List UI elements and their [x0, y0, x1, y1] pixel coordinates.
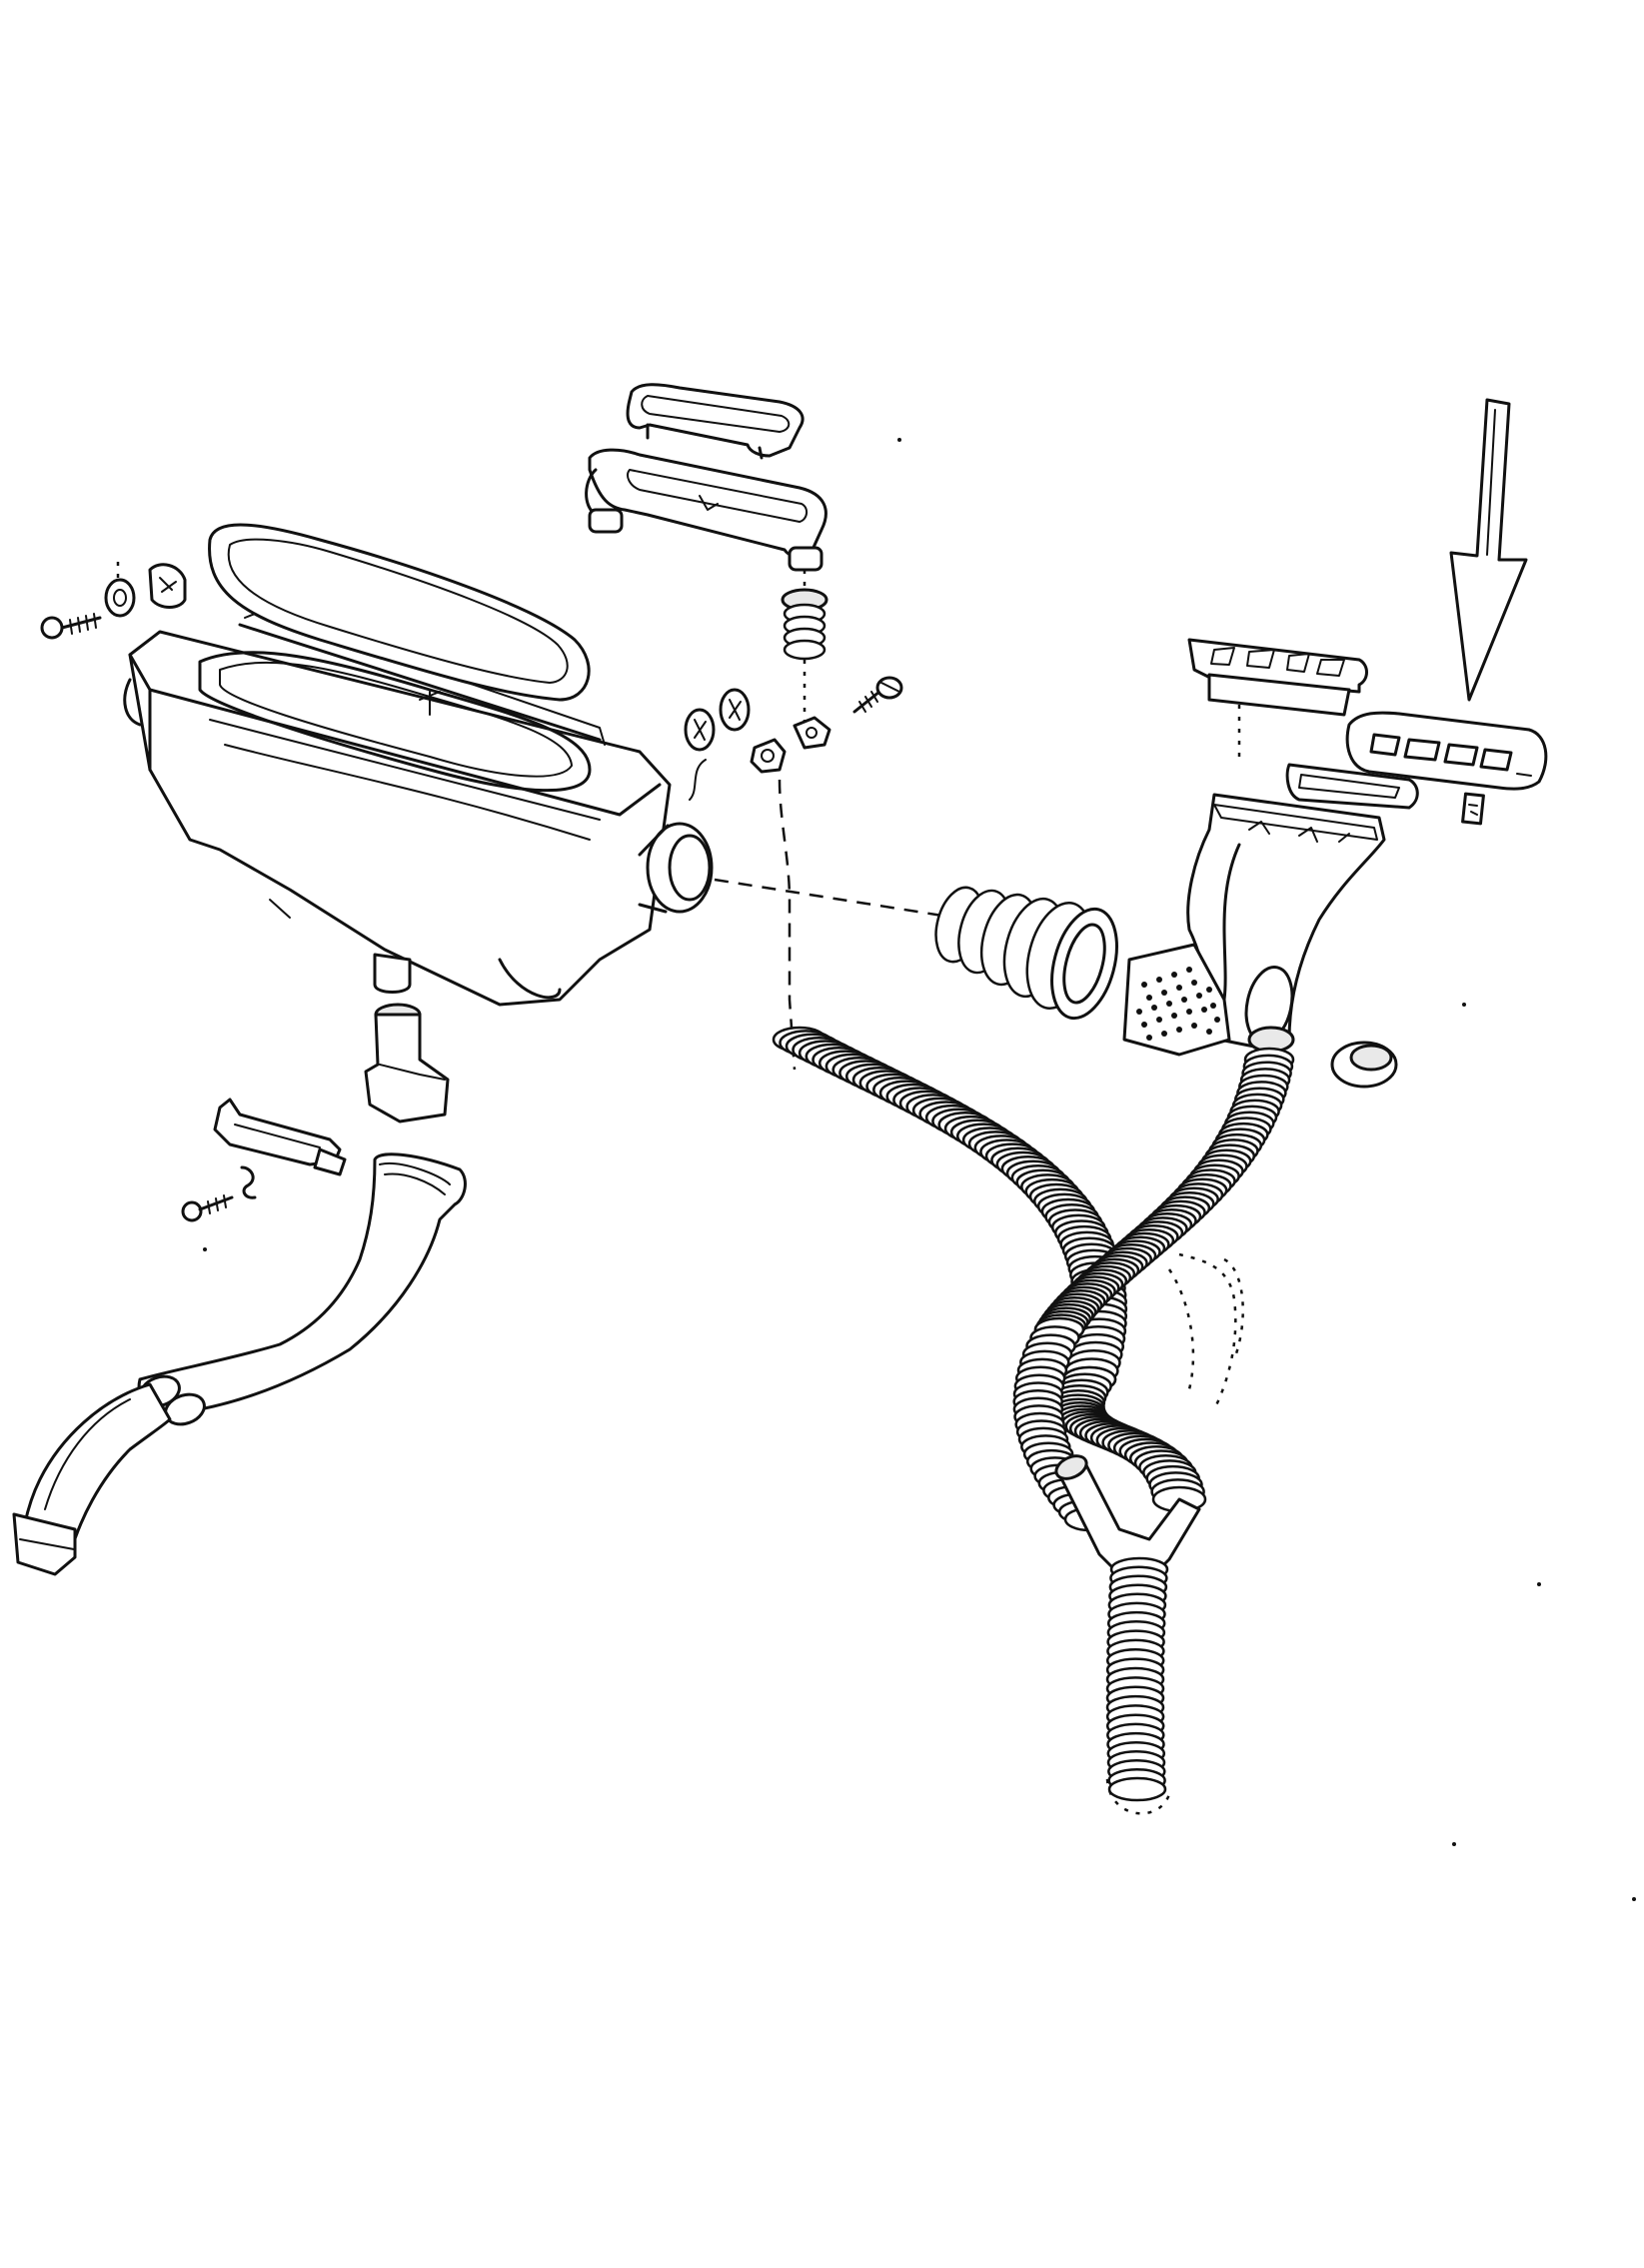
flexible-bellows	[934, 886, 1118, 1021]
indicator-arrow	[1449, 398, 1528, 702]
rear-duct-tube	[12, 1152, 467, 1576]
vent-grille-housing	[1122, 793, 1386, 1057]
air-duct-housing	[123, 611, 714, 1007]
connector-line-2	[778, 779, 797, 1071]
lower-outlet-pipe	[1105, 1556, 1169, 1802]
fastening-screw	[852, 676, 903, 714]
vent-frame	[1285, 763, 1419, 810]
coil-spring	[781, 570, 828, 730]
drain-elbow	[364, 1003, 450, 1124]
hidden-hose-outline-1	[1178, 1252, 1237, 1410]
retaining-clips	[684, 688, 831, 801]
duct-seal-gasket	[208, 523, 591, 702]
stray-marks	[203, 438, 1636, 1901]
top-vent-frame	[585, 448, 827, 572]
pipe-end-outline	[1105, 1778, 1171, 1815]
hidden-hose-outline-2	[1167, 1268, 1195, 1390]
outlet-grille	[1345, 711, 1548, 791]
screw-washer-set	[40, 560, 187, 640]
hanger-bracket	[181, 1098, 347, 1222]
rubber-plug	[1330, 1041, 1398, 1089]
small-label-plate	[1461, 792, 1485, 826]
vent-grille-panel	[1187, 638, 1368, 760]
top-vent-cap	[626, 383, 805, 460]
pipe-rib	[1107, 1776, 1167, 1802]
